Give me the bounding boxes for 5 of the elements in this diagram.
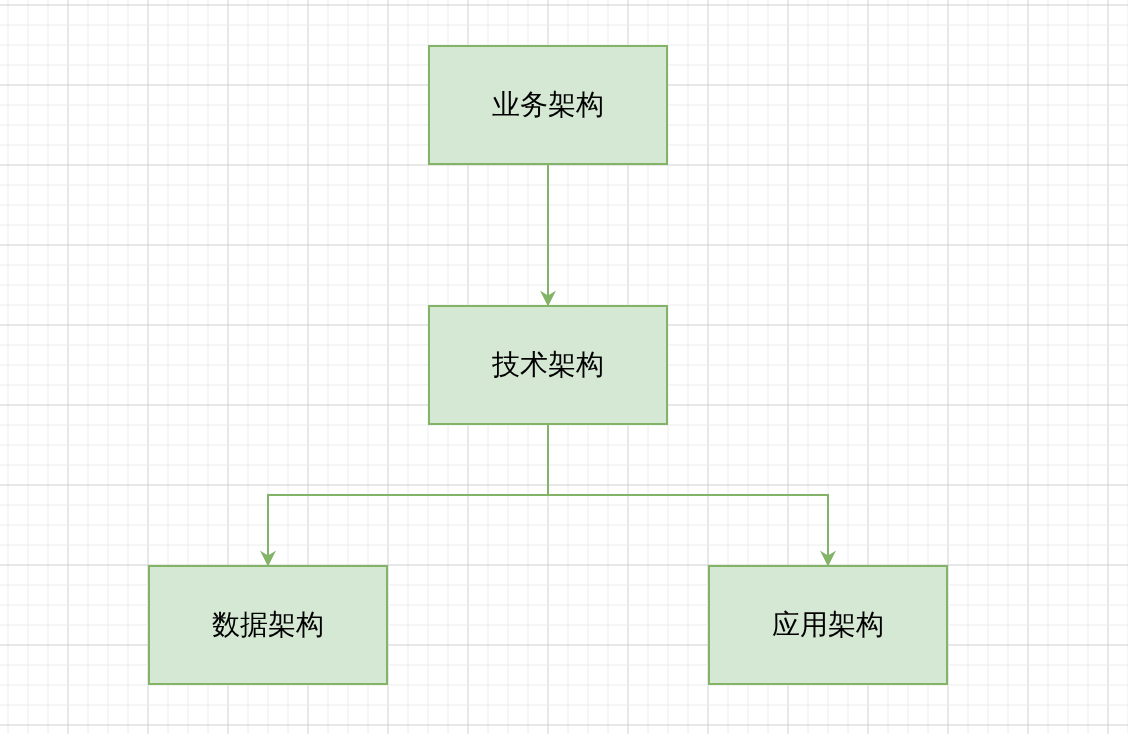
process-box: 技术架构 <box>428 305 668 425</box>
process-box: 业务架构 <box>428 45 668 165</box>
process-box: 数据架构 <box>148 565 388 685</box>
process-box: 应用架构 <box>708 565 948 685</box>
arrow <box>540 164 556 307</box>
